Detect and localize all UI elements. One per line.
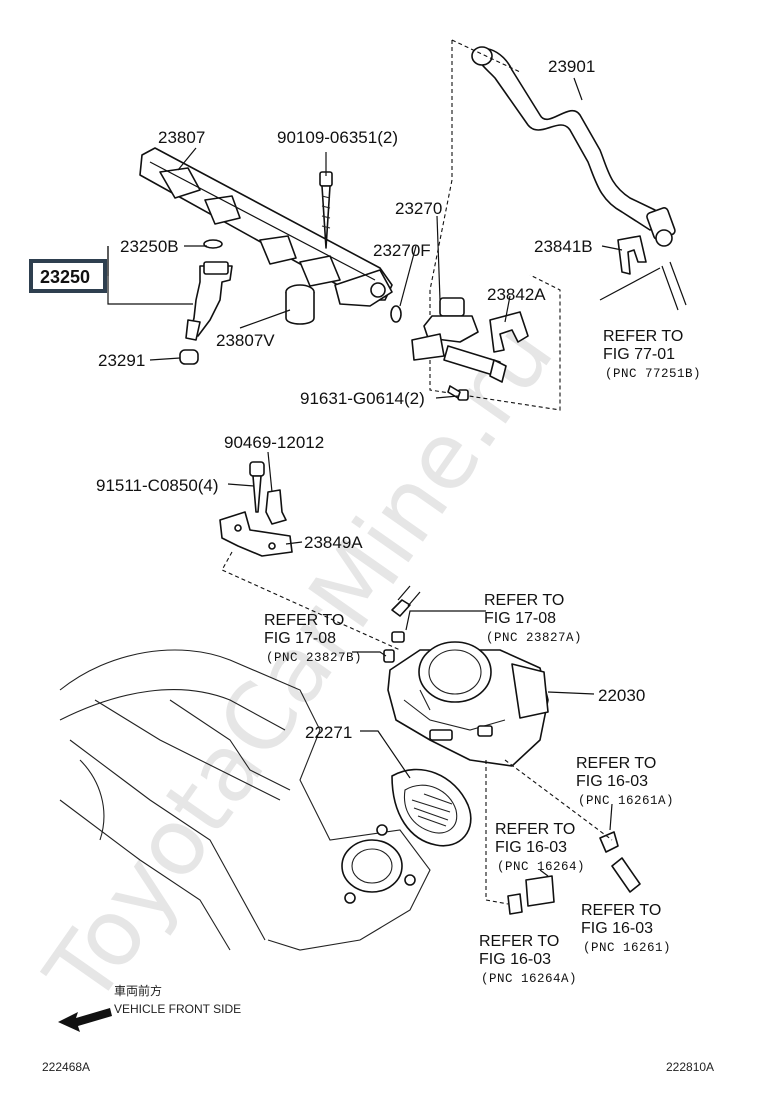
svg-text:FIG 17-08: FIG 17-08 [264, 630, 336, 647]
label-23270f: 23270F [373, 241, 431, 260]
svg-text:FIG 77-01: FIG 77-01 [603, 346, 675, 363]
label-23291: 23291 [98, 351, 145, 370]
refer-callout-23827a: REFER TO FIG 17-08 (PNC 23827A) [484, 592, 582, 645]
svg-text:(PNC 77251B): (PNC 77251B) [605, 367, 701, 381]
svg-text:REFER TO: REFER TO [495, 821, 575, 838]
svg-text:(PNC 23827A): (PNC 23827A) [486, 631, 582, 645]
refer-callout-23827b: REFER TO FIG 17-08 (PNC 23827B) [264, 612, 362, 665]
footer-code-left: 222468A [42, 1060, 90, 1074]
bolt-90109 [319, 171, 333, 249]
svg-text:FIG 16-03: FIG 16-03 [581, 920, 653, 937]
throttle-body-22030 [387, 641, 549, 767]
svg-text:(PNC 16264): (PNC 16264) [497, 860, 585, 874]
fuel-hose-23901 [471, 46, 687, 311]
svg-text:(PNC 16261A): (PNC 16261A) [578, 794, 674, 808]
svg-text:(PNC 23827B): (PNC 23827B) [266, 651, 362, 665]
hoses [383, 585, 641, 915]
pressure-regulator-23270 [411, 297, 507, 383]
svg-text:FIG 16-03: FIG 16-03 [576, 773, 648, 790]
label-22030: 22030 [598, 686, 645, 705]
o-ring-23250b [203, 239, 223, 249]
label-23250b: 23250B [120, 237, 179, 256]
insulator-23291 [179, 349, 199, 365]
highlight-box-23250 [29, 259, 107, 293]
intake-manifold [59, 649, 431, 951]
label-23807: 23807 [158, 128, 205, 147]
injector-23250 [185, 261, 233, 341]
o-ring-23270f [390, 305, 402, 323]
label-90109: 90109-06351(2) [277, 128, 398, 147]
label-23849a: 23849A [304, 533, 363, 552]
label-91631: 91631-G0614(2) [300, 389, 425, 408]
label-23250: 23250 [40, 267, 90, 287]
refer-callout-16264a: REFER TO FIG 16-03 (PNC 16264A) [479, 933, 577, 986]
svg-text:REFER TO: REFER TO [576, 755, 656, 772]
svg-text:FIG 16-03: FIG 16-03 [479, 951, 551, 968]
clamp-23842a [489, 311, 529, 353]
refer-callout-77-01: REFER TO FIG 77-01 (PNC 77251B) [603, 328, 701, 381]
label-23841b: 23841B [534, 237, 593, 256]
svg-text:(PNC 16264A): (PNC 16264A) [481, 972, 577, 986]
bolt-91511 [249, 461, 265, 513]
clamp-23841b [617, 235, 647, 275]
label-22271: 22271 [305, 723, 352, 742]
leader-lines [107, 77, 661, 877]
svg-text:FIG 17-08: FIG 17-08 [484, 610, 556, 627]
svg-text:REFER TO: REFER TO [484, 592, 564, 609]
svg-text:REFER TO: REFER TO [581, 902, 661, 919]
svg-text:(PNC 16261): (PNC 16261) [583, 941, 671, 955]
label-23270: 23270 [395, 199, 442, 218]
arrow-left-icon [58, 1008, 112, 1032]
fuel-delivery-pipe-23807 [139, 147, 393, 307]
vehicle-front-indicator: 車両前方 VEHICLE FRONT SIDE [58, 983, 241, 1032]
refer-callout-16261: REFER TO FIG 16-03 (PNC 16261) [581, 902, 671, 955]
clip-90469 [265, 489, 287, 525]
svg-text:REFER TO: REFER TO [479, 933, 559, 950]
svg-text:REFER TO: REFER TO [264, 612, 344, 629]
refer-callout-16264: REFER TO FIG 16-03 (PNC 16264) [495, 821, 585, 874]
bracket-23849a [219, 511, 293, 557]
insulator-23807v [285, 284, 315, 325]
label-23807v: 23807V [216, 331, 275, 350]
front-label-en: VEHICLE FRONT SIDE [114, 1002, 241, 1016]
label-90469: 90469-12012 [224, 433, 324, 452]
bolt-91631 [447, 385, 469, 401]
label-23901: 23901 [548, 57, 595, 76]
refer-callout-16261a: REFER TO FIG 16-03 (PNC 16261A) [576, 755, 674, 808]
svg-text:REFER TO: REFER TO [603, 328, 683, 345]
footer-code-right: 222810A [666, 1060, 714, 1074]
gasket-22271 [391, 768, 472, 847]
label-91511: 91511-C0850(4) [96, 476, 219, 495]
front-label-jp: 車両前方 [114, 983, 162, 998]
label-23842a: 23842A [487, 285, 546, 304]
svg-text:FIG 16-03: FIG 16-03 [495, 839, 567, 856]
